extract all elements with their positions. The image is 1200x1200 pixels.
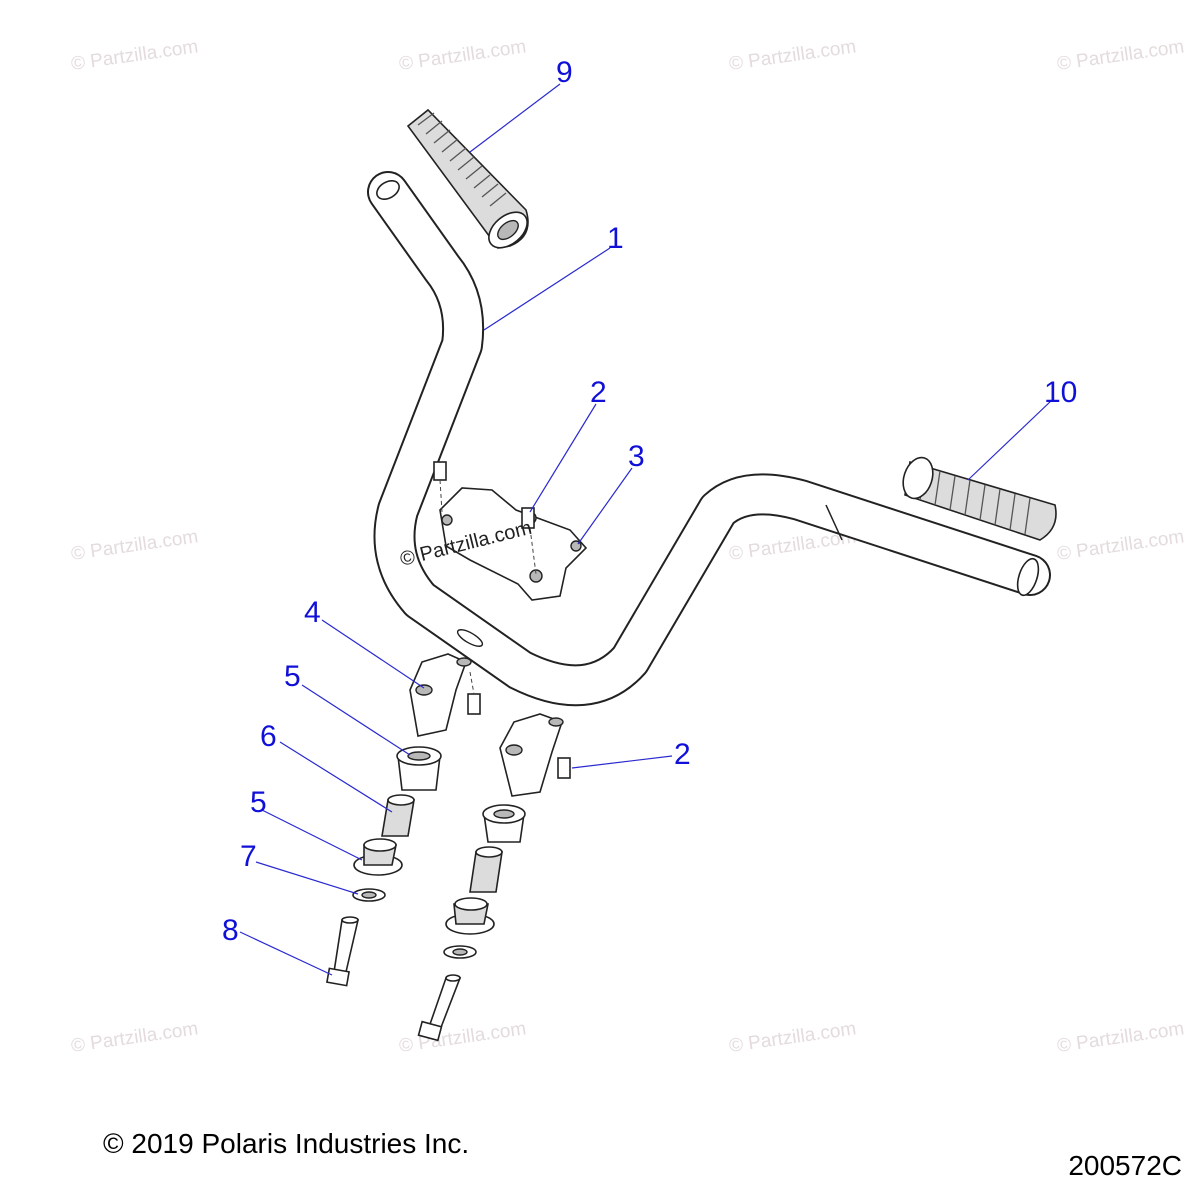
watermark-text: © Partzilla.com xyxy=(398,1018,528,1057)
watermark-text: © Partzilla.com xyxy=(728,1018,858,1057)
lower-clamp-right xyxy=(499,713,571,797)
callout-2-lower: 2 xyxy=(674,738,691,771)
callout-9: 9 xyxy=(556,56,573,89)
left-riser-stack xyxy=(326,746,442,987)
callout-labels: 9 1 2 3 10 4 5 6 5 7 8 2 xyxy=(222,56,1077,947)
right-riser-stack xyxy=(417,804,526,1042)
watermark-layer: © Partzilla.com © Partzilla.com © Partzi… xyxy=(70,36,1186,1057)
upper-clamp xyxy=(433,461,588,601)
drawing-number: 200572C xyxy=(1068,1150,1182,1181)
callout-8: 8 xyxy=(222,914,239,947)
lower-clamp-left xyxy=(409,653,481,737)
watermark-text: © Partzilla.com xyxy=(1056,1018,1186,1057)
callout-2-upper: 2 xyxy=(590,376,607,409)
callout-6: 6 xyxy=(260,720,277,753)
callout-4: 4 xyxy=(304,596,321,629)
callout-5-lower: 5 xyxy=(250,786,267,819)
watermark-text: © Partzilla.com xyxy=(1056,526,1186,565)
handlebar xyxy=(367,171,1051,707)
leader-lines xyxy=(239,83,1053,976)
watermark-text: © Partzilla.com xyxy=(70,36,200,75)
left-grip xyxy=(406,108,529,249)
callout-5-upper: 5 xyxy=(284,660,301,693)
watermark-text: © Partzilla.com xyxy=(70,1018,200,1057)
watermark-text: © Partzilla.com xyxy=(70,526,200,565)
callout-7: 7 xyxy=(240,840,257,873)
watermark-text: © Partzilla.com xyxy=(398,36,528,75)
watermark-text: © Partzilla.com xyxy=(728,36,858,75)
callout-10: 10 xyxy=(1044,376,1077,409)
callout-1: 1 xyxy=(607,222,624,255)
watermark-text: © Partzilla.com xyxy=(1056,36,1186,75)
right-grip xyxy=(902,456,1057,541)
callout-3: 3 xyxy=(628,440,645,473)
copyright-notice: © 2019 Polaris Industries Inc. xyxy=(103,1128,470,1159)
